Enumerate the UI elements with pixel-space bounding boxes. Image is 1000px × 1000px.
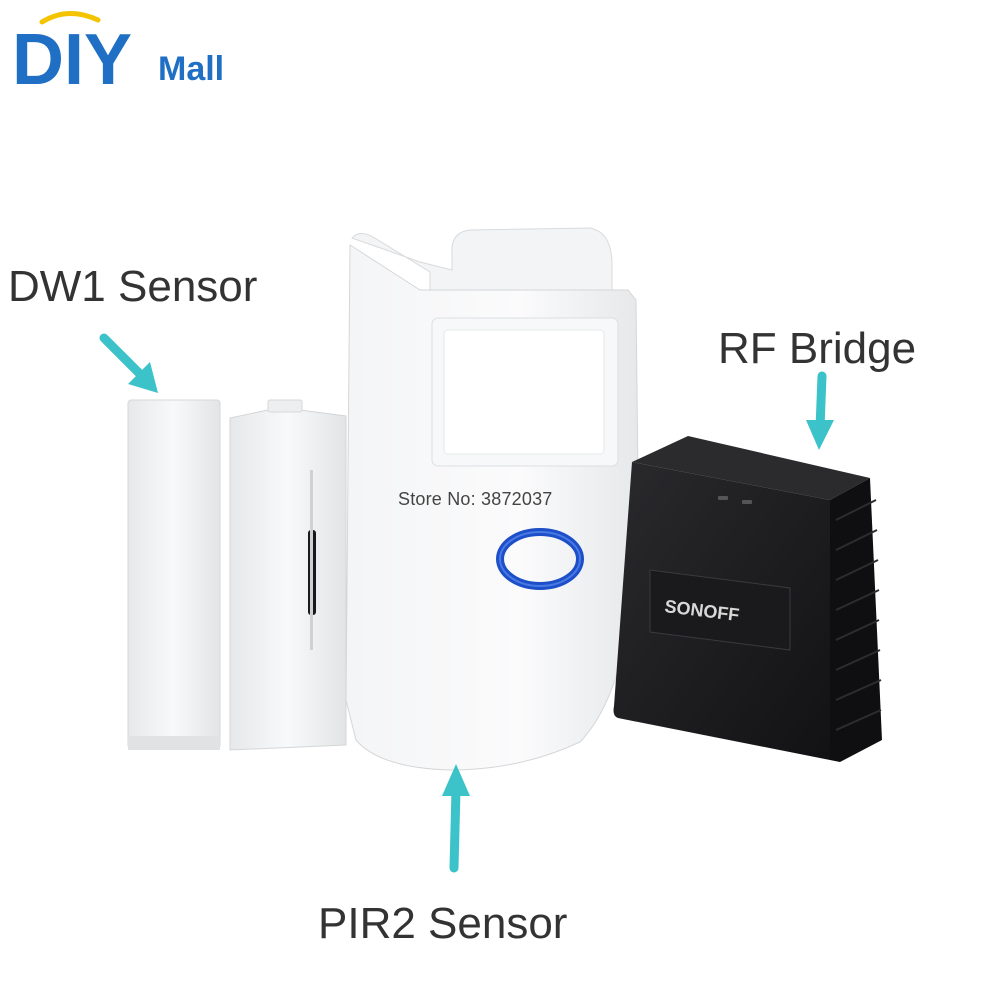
dw1-magnet (127, 399, 221, 749)
pir2-sensor-label: PIR2 Sensor (318, 899, 568, 948)
sonoff-badge (649, 569, 791, 651)
store-watermark: Store No: 3872037 (398, 489, 553, 509)
pir2-sensor (345, 227, 639, 771)
arrow-pir-icon (442, 764, 470, 873)
logo-mall: Mall (158, 50, 224, 88)
rf-bridge: SONOFF (613, 436, 882, 762)
rf-bridge-label: RF Bridge (718, 324, 917, 373)
dw1-body (229, 409, 347, 751)
logo-diy: DIY (12, 20, 132, 98)
arrow-dw1-icon (99, 333, 158, 393)
dw1-sensor (127, 399, 347, 751)
dw1-sensor-label: DW1 Sensor (8, 262, 258, 311)
diymall-logo: DIY Mall (12, 11, 224, 98)
arrow-rf-icon (806, 371, 834, 450)
